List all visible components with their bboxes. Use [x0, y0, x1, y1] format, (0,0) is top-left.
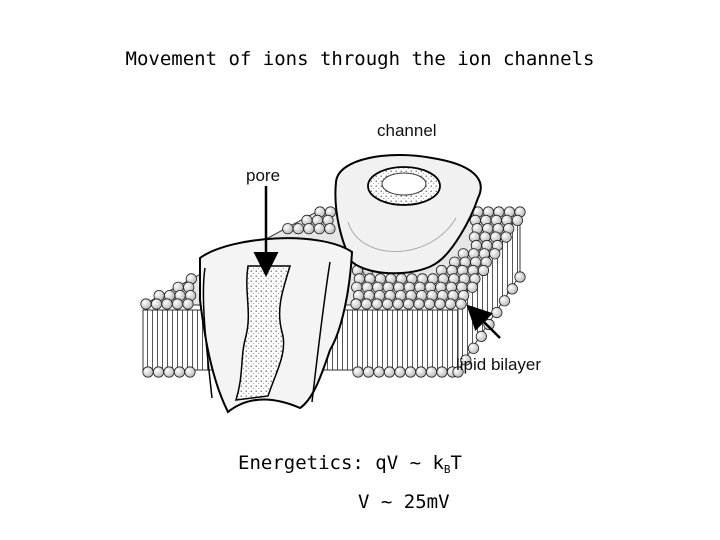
lipid-head: [413, 298, 425, 310]
lipid-head: [360, 298, 373, 310]
lipid-head: [282, 223, 294, 235]
lipid-head: [303, 223, 315, 235]
lipid-head: [404, 366, 417, 378]
lipid-head: [394, 366, 406, 378]
channel-label: channel: [377, 121, 437, 140]
lipid-head: [423, 298, 436, 310]
boltzmann-subscript: B: [443, 463, 451, 476]
lipid-heads: [140, 206, 526, 378]
lipid-head: [352, 366, 364, 378]
lipid-head: [142, 366, 154, 378]
lipid-bilayer-label: lipid bilayer: [456, 355, 541, 374]
slide-title: Movement of ions through the ion channel…: [125, 48, 595, 70]
lipid-head: [182, 298, 194, 310]
lipid-head: [444, 298, 457, 310]
lipid-head: [161, 298, 173, 310]
lipid-head: [415, 366, 427, 378]
lipid-head: [173, 366, 186, 378]
lipid-head: [452, 366, 464, 378]
lipid-head: [373, 366, 385, 378]
lipid-head: [362, 366, 375, 378]
lipid-head: [511, 214, 524, 226]
lipid-head: [425, 366, 438, 378]
lipid-head: [324, 223, 336, 235]
lipid-head: [350, 298, 362, 310]
lipid-head: [500, 231, 512, 243]
lipid-head: [381, 298, 394, 310]
channel-cross-section: [199, 237, 354, 414]
lipid-head: [184, 366, 196, 378]
lipid-head: [171, 298, 184, 310]
energetics-prefix: Energetics: qV ~ k: [238, 452, 444, 474]
lipid-head: [436, 366, 448, 378]
lipid-head: [313, 223, 325, 235]
lipid-head: [466, 281, 478, 293]
lipid-head: [491, 306, 503, 319]
lipid-head: [392, 298, 404, 310]
energetics-equation: Energetics: qV ~ kBT: [238, 452, 462, 476]
lipid-head: [455, 298, 467, 310]
lipid-head: [475, 330, 487, 342]
lipid-head: [489, 248, 501, 260]
lipid-head: [150, 298, 163, 310]
channel-protein: [334, 154, 482, 275]
lipid-head: [371, 298, 383, 310]
pore-channel: [234, 265, 292, 401]
lipid-head: [292, 223, 304, 235]
lipid-head: [498, 295, 511, 307]
lipid-bilayer-arrow: [466, 304, 501, 339]
lipid-head: [152, 366, 165, 378]
lipid-head: [163, 366, 175, 378]
lipid-head: [383, 366, 396, 378]
lipid-head: [467, 342, 480, 354]
voltage-equation: V ~ 25mV: [358, 491, 450, 513]
lipid-head: [402, 298, 415, 310]
lipid-head: [514, 271, 526, 283]
lipid-head: [434, 298, 446, 310]
lipid-head: [140, 298, 152, 310]
energetics-suffix: T: [450, 452, 462, 474]
lipid-head: [506, 283, 518, 295]
pore-label: pore: [246, 166, 280, 185]
lipid-head: [460, 354, 472, 366]
lipid-head: [477, 264, 490, 277]
